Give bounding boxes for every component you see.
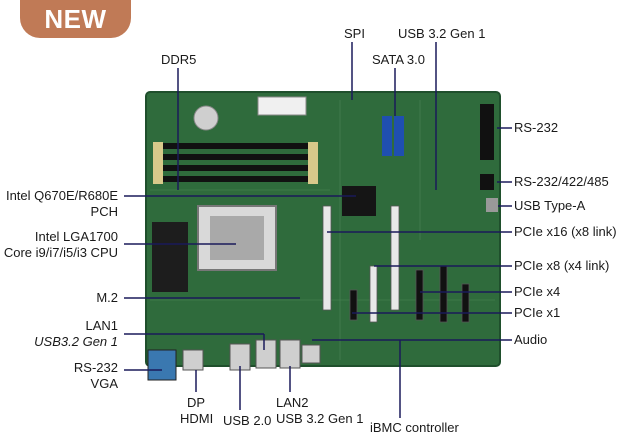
label-rs232-422-485: RS-232/422/485 — [514, 174, 609, 189]
vrm-heatsink — [152, 222, 188, 292]
sata-ports — [382, 116, 404, 156]
label-usb-type-a: USB Type-A — [514, 198, 586, 213]
leader-lines — [124, 42, 512, 418]
label-lan2-line1: LAN2 — [276, 395, 309, 410]
label-hdmi: HDMI — [180, 411, 214, 426]
label-m2: M.2 — [96, 290, 118, 305]
label-pch: Intel Q670E/R680E PCH — [6, 188, 118, 220]
label-ddr5: DDR5 — [161, 52, 197, 67]
label-pcie-x16: PCIe x16 (x8 link) — [514, 224, 617, 239]
atx-power-connector — [257, 96, 307, 116]
label-ibmc: iBMC controller — [370, 420, 459, 435]
label-cpu-line2: Core i9/i7/i5/i3 CPU — [3, 245, 118, 260]
right-connectors — [480, 104, 498, 212]
label-usb20: USB 2.0 — [223, 413, 272, 428]
label-dp-hdmi: DP HDMI — [180, 395, 214, 427]
pch-heatsink — [342, 186, 376, 216]
new-badge: NEW — [20, 0, 131, 38]
label-rs232-vga-line2: VGA — [90, 376, 118, 391]
label-lan1-line1: LAN1 — [85, 318, 118, 333]
label-cpu-line1: Intel LGA1700 — [34, 229, 118, 244]
label-lan1-line2: USB3.2 Gen 1 — [34, 334, 118, 349]
pcie-slots — [322, 205, 470, 323]
label-pcie-x4: PCIe x4 — [514, 284, 561, 299]
label-sata: SATA 3.0 — [372, 52, 425, 67]
ddr5-slots — [153, 142, 318, 184]
label-usb32-top: USB 3.2 Gen 1 — [398, 26, 486, 41]
rear-io-ports — [147, 339, 321, 381]
label-spi: SPI — [344, 26, 365, 41]
label-pcie-x1: PCIe x1 — [514, 305, 561, 320]
label-pch-line2: PCH — [90, 204, 118, 219]
label-dp: DP — [186, 395, 206, 410]
label-cpu: Intel LGA1700 Core i9/i7/i5/i3 CPU — [4, 229, 118, 261]
label-lan2: LAN2 USB 3.2 Gen 1 — [276, 395, 363, 427]
cmos-battery — [193, 105, 219, 131]
label-pcie-x8: PCIe x8 (x4 link) — [514, 258, 610, 273]
pcb-texture — [150, 100, 495, 360]
label-pch-line1: Intel Q670E/R680E — [5, 188, 118, 203]
label-rs232-vga: RS-232 VGA — [74, 360, 118, 392]
label-lan1: LAN1 USB3.2 Gen 1 — [34, 318, 118, 350]
cpu-socket — [197, 205, 277, 271]
label-audio: Audio — [514, 332, 548, 347]
label-rs232-right: RS-232 — [514, 120, 559, 135]
label-lan2-line2: USB 3.2 Gen 1 — [276, 411, 364, 426]
label-rs232-vga-line1: RS-232 — [73, 360, 118, 375]
